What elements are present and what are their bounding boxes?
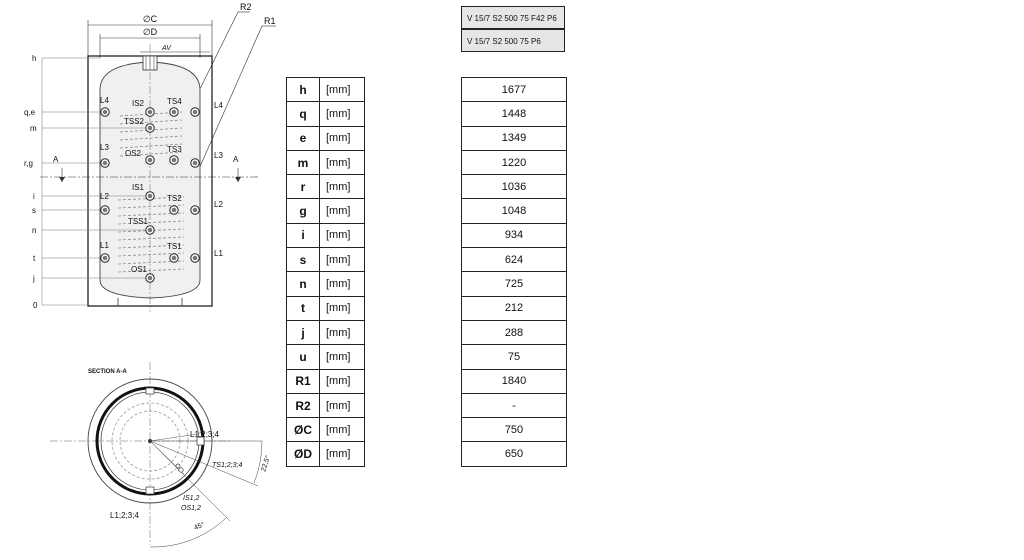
section-title: SECTION A-A xyxy=(88,369,127,375)
table-row: g[mm] xyxy=(286,198,365,224)
svg-text:t: t xyxy=(33,254,36,263)
svg-text:TSS2: TSS2 xyxy=(124,117,145,126)
table-row: h[mm] xyxy=(286,76,365,103)
table-row: R2[mm] xyxy=(286,392,365,419)
table-row: n[mm] xyxy=(286,271,365,297)
r2-label: R2 xyxy=(240,2,252,12)
table-row: u[mm] xyxy=(286,344,365,370)
svg-text:TS1: TS1 xyxy=(167,242,182,251)
section-marker-right: A xyxy=(233,155,239,164)
level-labels: h q,e m r,g i s n t j 0 xyxy=(24,54,38,310)
table-row: r[mm] xyxy=(286,174,365,200)
table-row: R1[mm] xyxy=(286,368,365,394)
svg-text:TS3: TS3 xyxy=(167,145,182,154)
diameter-d-label: ∅D xyxy=(143,27,158,37)
table-row: 934 xyxy=(461,222,567,249)
dimension-table: h[mm] q[mm] e[mm] m[mm] r[mm] g[mm] i[mm… xyxy=(286,76,365,467)
table-row: ØD[mm] xyxy=(286,441,365,467)
table-row: i[mm] xyxy=(286,222,365,249)
svg-text:TS2: TS2 xyxy=(167,194,182,203)
table-row: q[mm] xyxy=(286,101,365,127)
svg-text:L4: L4 xyxy=(100,96,109,105)
svg-text:L1: L1 xyxy=(214,249,223,258)
svg-text:L1;2;3;4: L1;2;3;4 xyxy=(190,430,219,439)
svg-text:OS2: OS2 xyxy=(125,149,142,158)
table-row: 1048 xyxy=(461,198,567,224)
table-row: t[mm] xyxy=(286,295,365,321)
table-row: 75 xyxy=(461,344,567,370)
svg-text:L3: L3 xyxy=(214,151,223,160)
section-view xyxy=(50,362,263,548)
table-row: j[mm] xyxy=(286,319,365,346)
svg-text:OS1,2: OS1,2 xyxy=(181,505,201,512)
table-row: 750 xyxy=(461,417,567,443)
table-row: e[mm] xyxy=(286,125,365,151)
table-row: 1840 xyxy=(461,368,567,394)
svg-text:s: s xyxy=(32,206,36,215)
svg-text:OS1: OS1 xyxy=(131,265,148,274)
svg-text:m: m xyxy=(30,124,37,133)
table-row: - xyxy=(461,392,567,419)
svg-text:L4: L4 xyxy=(214,101,223,110)
svg-text:L1: L1 xyxy=(100,241,109,250)
side-port-labels: L4 L4 L3 L3 L2 L2 L1 L1 xyxy=(100,96,223,258)
svg-text:n: n xyxy=(32,226,36,235)
svg-text:j: j xyxy=(32,274,35,283)
svg-text:IS1,2: IS1,2 xyxy=(183,495,199,502)
table-row: ØC[mm] xyxy=(286,417,365,443)
svg-text:L2: L2 xyxy=(214,200,223,209)
table-row: 1349 xyxy=(461,125,567,151)
svg-text:h: h xyxy=(32,54,36,63)
table-row: 212 xyxy=(461,295,567,321)
table-row: 725 xyxy=(461,271,567,297)
table-row: m[mm] xyxy=(286,149,365,176)
technical-drawing: ∅C ∅D AV R2 R1 xyxy=(24,2,276,548)
table-row: 1220 xyxy=(461,149,567,176)
svg-text:TS1;2;3;4: TS1;2;3;4 xyxy=(212,462,242,469)
svg-text:L1;2;3;4: L1;2;3;4 xyxy=(110,511,139,520)
svg-text:TSS1: TSS1 xyxy=(128,217,149,226)
table-row: 1677 xyxy=(461,76,567,103)
svg-text:i: i xyxy=(33,192,35,201)
section-marker-left: A xyxy=(53,155,59,164)
model-header-2: V 15/7 S2 500 75 P6 xyxy=(461,29,565,52)
model-header-1: V 15/7 S2 500 75 F42 P6 xyxy=(461,6,565,29)
svg-text:0: 0 xyxy=(33,301,38,310)
center-port-labels: IS2 TSS2 OS2 IS1 TSS1 OS1 TS4 TS3 TS2 TS… xyxy=(124,97,182,274)
svg-text:IS2: IS2 xyxy=(132,99,145,108)
svg-text:q,e: q,e xyxy=(24,108,36,117)
level-leaders xyxy=(41,57,145,306)
values-table: 1677 1448 1349 1220 1036 1048 934 624 72… xyxy=(461,76,567,467)
r1-label: R1 xyxy=(264,16,276,26)
table-row: 624 xyxy=(461,247,567,273)
coil-upper xyxy=(119,111,183,157)
table-row: 288 xyxy=(461,319,567,346)
table-row: 1036 xyxy=(461,174,567,200)
diameter-c-label: ∅C xyxy=(143,14,158,24)
svg-text:22,5°: 22,5° xyxy=(259,454,272,472)
table-row: 650 xyxy=(461,441,567,467)
svg-text:r,g: r,g xyxy=(24,159,33,168)
svg-text:L2: L2 xyxy=(100,192,109,201)
svg-text:IS1: IS1 xyxy=(132,183,145,192)
table-row: 1448 xyxy=(461,101,567,127)
svg-text:L3: L3 xyxy=(100,143,109,152)
svg-text:TS4: TS4 xyxy=(167,97,182,106)
table-row: s[mm] xyxy=(286,247,365,273)
diameter-dimensions xyxy=(87,20,213,58)
av-label: AV xyxy=(161,45,172,52)
svg-text:45°: 45° xyxy=(193,521,206,532)
section-labels: L1;2;3;4 TS1;2;3;4 IS1,2 OS1,2 L1;2;3;4 … xyxy=(110,430,272,532)
